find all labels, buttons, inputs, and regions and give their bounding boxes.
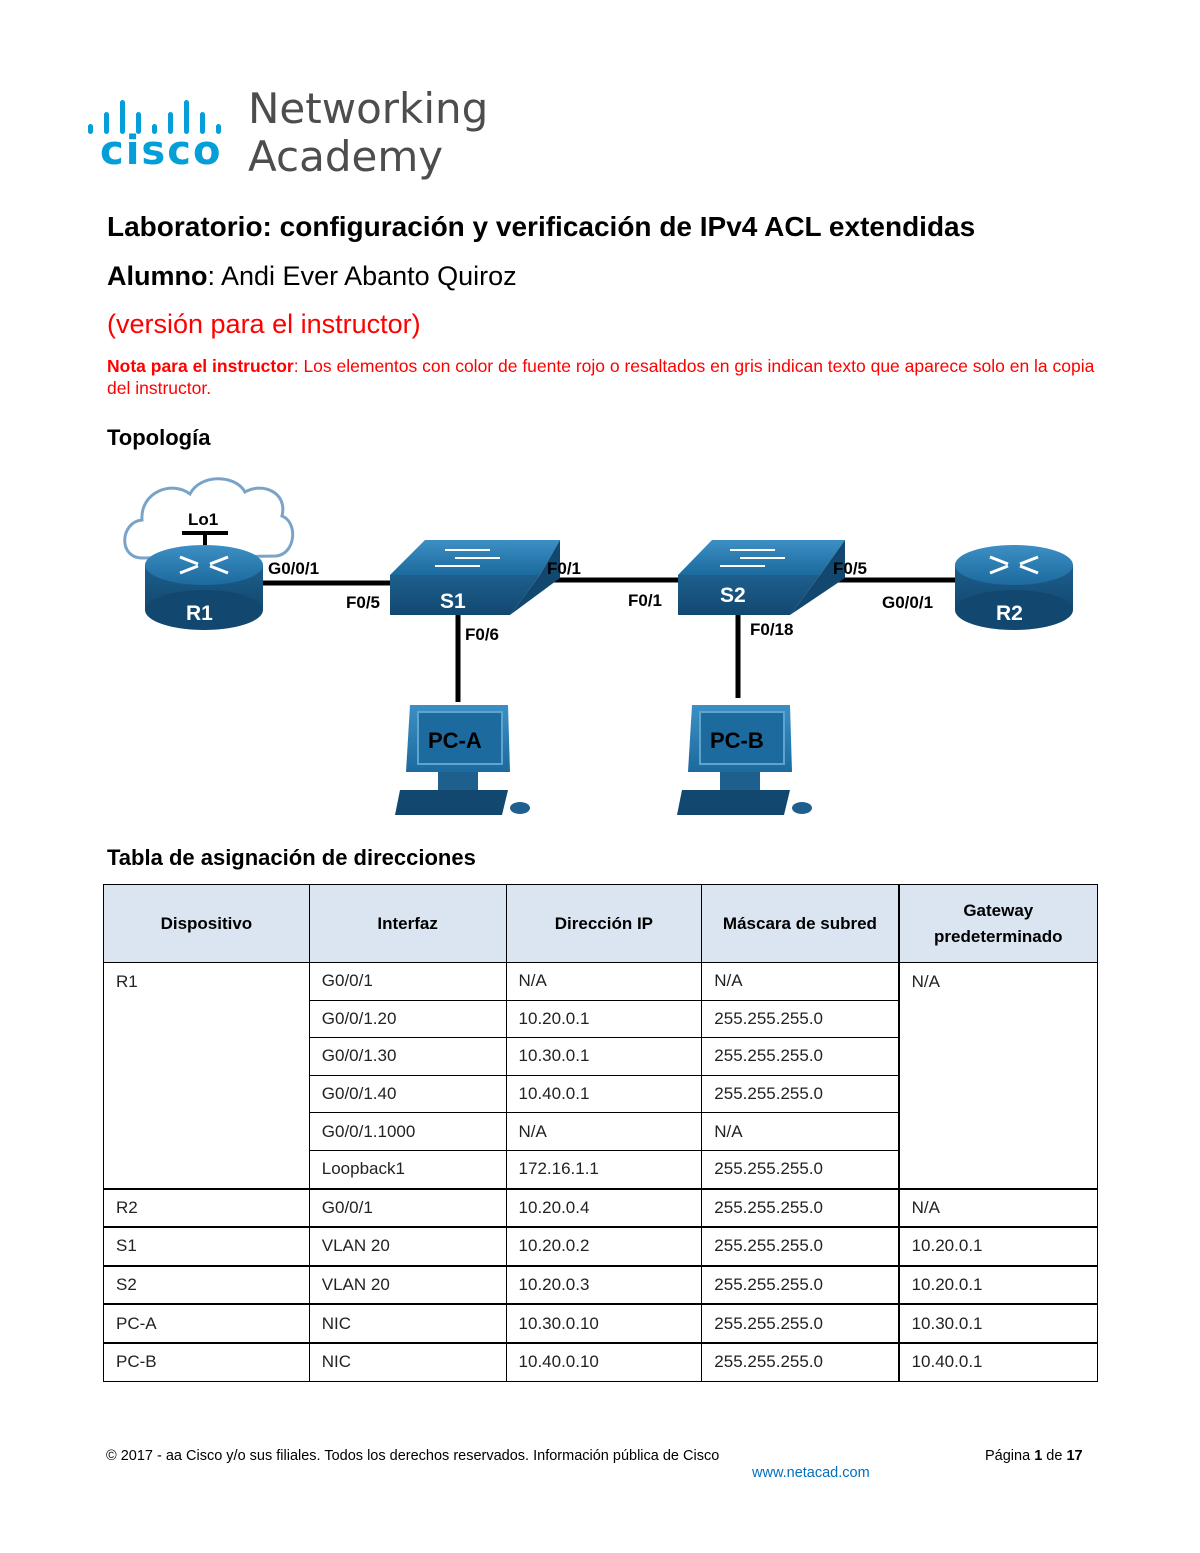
- cell-ip: N/A: [506, 963, 702, 1001]
- r1-label: R1: [186, 602, 213, 625]
- cell-ip: 10.20.0.4: [506, 1189, 702, 1228]
- cell-ip: 10.20.0.2: [506, 1227, 702, 1266]
- cisco-wordmark: cisco: [100, 128, 222, 174]
- page-title: Laboratorio: configuración y verificació…: [107, 211, 975, 243]
- s2-label: S2: [720, 584, 746, 607]
- cell-ip: 172.16.1.1: [506, 1150, 702, 1188]
- pca-computer-icon: [395, 705, 530, 815]
- port-s1-f01: F0/1: [547, 559, 581, 578]
- header-ip: Dirección IP: [506, 885, 702, 963]
- s1-label: S1: [440, 590, 466, 613]
- port-s2-f018: F0/18: [750, 620, 793, 639]
- cell-interface: Loopback1: [309, 1150, 506, 1188]
- cell-gateway: N/A: [899, 1189, 1098, 1228]
- cell-device: R2: [104, 1189, 310, 1228]
- table-row: R2 G0/0/1 10.20.0.4 255.255.255.0 N/A: [104, 1189, 1098, 1228]
- r2-label: R2: [996, 602, 1023, 625]
- table-row: R1 G0/0/1 N/A N/A N/A: [104, 963, 1098, 1001]
- cell-interface: G0/0/1.1000: [309, 1113, 506, 1151]
- cisco-networking-academy-logo: cisco Networking Academy: [88, 84, 488, 184]
- lo1-label: Lo1: [188, 510, 218, 529]
- table-row: PC-A NIC 10.30.0.10 255.255.255.0 10.30.…: [104, 1304, 1098, 1343]
- cell-interface: G0/0/1: [309, 963, 506, 1001]
- cell-mask: 255.255.255.0: [702, 1150, 899, 1188]
- cell-device: PC-B: [104, 1343, 310, 1381]
- cell-interface: G0/0/1: [309, 1189, 506, 1228]
- pca-label: PC-A: [428, 728, 482, 753]
- topology-heading: Topología: [107, 425, 210, 451]
- cell-mask: 255.255.255.0: [702, 1266, 899, 1305]
- cell-ip: 10.30.0.10: [506, 1304, 702, 1343]
- port-r2-g001: G0/0/1: [882, 593, 933, 612]
- s2-switch-icon: [678, 540, 845, 615]
- cell-gateway: 10.20.0.1: [899, 1266, 1098, 1305]
- cell-interface: VLAN 20: [309, 1266, 506, 1305]
- student-label: Alumno: [107, 261, 208, 291]
- cell-mask: N/A: [702, 963, 899, 1001]
- cell-mask: 255.255.255.0: [702, 1075, 899, 1113]
- student-name: Andi Ever Abanto Quiroz: [221, 261, 517, 291]
- student-sep: :: [208, 261, 222, 291]
- cell-ip: N/A: [506, 1113, 702, 1151]
- footer-url-link[interactable]: www.netacad.com: [752, 1465, 870, 1481]
- table-row: PC-B NIC 10.40.0.10 255.255.255.0 10.40.…: [104, 1343, 1098, 1381]
- cell-ip: 10.20.0.3: [506, 1266, 702, 1305]
- cell-ip: 10.30.0.1: [506, 1038, 702, 1076]
- addressing-table-heading: Tabla de asignación de direcciones: [107, 845, 476, 871]
- cell-mask: 255.255.255.0: [702, 1304, 899, 1343]
- cell-mask: 255.255.255.0: [702, 1038, 899, 1076]
- cell-interface: G0/0/1.30: [309, 1038, 506, 1076]
- port-s2-f01: F0/1: [628, 591, 662, 610]
- header-gateway: Gateway predeterminado: [899, 885, 1098, 963]
- cell-gateway: 10.20.0.1: [899, 1227, 1098, 1266]
- cell-interface: NIC: [309, 1343, 506, 1381]
- table-header-row: Dispositivo Interfaz Dirección IP Máscar…: [104, 885, 1098, 963]
- cell-gateway: 10.30.0.1: [899, 1304, 1098, 1343]
- page-of: de: [1042, 1448, 1066, 1464]
- s1-switch-icon: [390, 540, 560, 615]
- header-interface: Interfaz: [309, 885, 506, 963]
- port-s1-f05: F0/5: [346, 593, 380, 612]
- cell-interface: VLAN 20: [309, 1227, 506, 1266]
- cell-mask: 255.255.255.0: [702, 1000, 899, 1038]
- instructor-note: Nota para el instructor: Los elementos c…: [107, 355, 1097, 399]
- cell-device: R1: [104, 963, 310, 1189]
- cell-gateway: N/A: [899, 963, 1098, 1189]
- cell-device: S2: [104, 1266, 310, 1305]
- cell-ip: 10.40.0.1: [506, 1075, 702, 1113]
- cell-mask: 255.255.255.0: [702, 1343, 899, 1381]
- port-r1-g001: G0/0/1: [268, 559, 319, 578]
- pcb-label: PC-B: [710, 728, 764, 753]
- header-mask: Máscara de subred: [702, 885, 899, 963]
- cell-gateway: 10.40.0.1: [899, 1343, 1098, 1381]
- topology-diagram: Lo1 R1 R2 S1 S2 PC-A: [100, 470, 1100, 825]
- page-label: Página: [985, 1448, 1034, 1464]
- student-line: Alumno: Andi Ever Abanto Quiroz: [107, 261, 517, 292]
- pcb-computer-icon: [677, 705, 812, 815]
- header-device: Dispositivo: [104, 885, 310, 963]
- table-row: S1 VLAN 20 10.20.0.2 255.255.255.0 10.20…: [104, 1227, 1098, 1266]
- cell-interface: G0/0/1.40: [309, 1075, 506, 1113]
- table-row: S2 VLAN 20 10.20.0.3 255.255.255.0 10.20…: [104, 1266, 1098, 1305]
- cell-ip: 10.20.0.1: [506, 1000, 702, 1038]
- footer-copyright: © 2017 - aa Cisco y/o sus filiales. Todo…: [106, 1448, 719, 1464]
- logo-networking: Networking: [248, 84, 488, 133]
- port-s1-f06: F0/6: [465, 625, 499, 644]
- cell-interface: G0/0/1.20: [309, 1000, 506, 1038]
- port-s2-f05: F0/5: [833, 559, 867, 578]
- addressing-table: Dispositivo Interfaz Dirección IP Máscar…: [103, 884, 1098, 1382]
- cell-mask: 255.255.255.0: [702, 1189, 899, 1228]
- cell-mask: 255.255.255.0: [702, 1227, 899, 1266]
- footer-page-number: Página 1 de 17: [985, 1448, 1083, 1464]
- logo-academy: Academy: [248, 132, 443, 181]
- note-label: Nota para el instructor: [107, 356, 294, 376]
- page-total: 17: [1066, 1448, 1082, 1464]
- cell-interface: NIC: [309, 1304, 506, 1343]
- cell-ip: 10.40.0.10: [506, 1343, 702, 1381]
- cell-mask: N/A: [702, 1113, 899, 1151]
- instructor-version: (versión para el instructor): [107, 309, 421, 340]
- cell-device: S1: [104, 1227, 310, 1266]
- cell-device: PC-A: [104, 1304, 310, 1343]
